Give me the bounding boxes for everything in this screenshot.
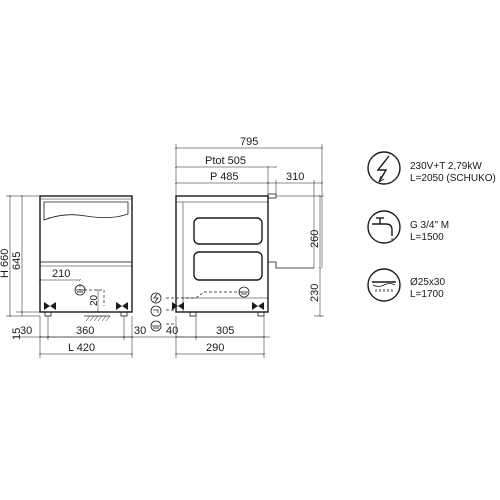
drain-spec-line2: L=1700	[410, 289, 444, 300]
side-drain-icon	[238, 286, 250, 298]
side-valve-left-icon	[172, 302, 184, 310]
connections-legend: 230V+T 2,79kW L=2050 (SCHUKO) G 3/4" M L…	[367, 151, 496, 302]
side-window-upper	[193, 217, 263, 245]
side-body-outline	[175, 195, 269, 313]
drain-spec-line1: Ø25x30	[410, 277, 445, 288]
dim-height-body: 645	[11, 252, 23, 270]
dim-width-side-right: 30	[134, 325, 146, 337]
front-base-panel	[39, 261, 133, 313]
side-window-lower	[193, 251, 263, 281]
dim-depth-rear: 310	[286, 171, 304, 183]
dim-bottom-total: 290	[206, 342, 224, 354]
side-foot-left	[189, 311, 197, 317]
side-drain-small-icon	[150, 320, 162, 332]
dim-drain-horizontal: 210	[52, 268, 70, 280]
water-tap-icon	[367, 210, 401, 244]
dim-width-side-left: 30	[20, 325, 32, 337]
drain-icon	[367, 268, 401, 302]
dim-depth-overall: 795	[240, 136, 258, 148]
water-spec-line1: G 3/4" M	[410, 220, 449, 231]
dim-bottom-offset: 40	[166, 325, 178, 337]
side-electric-icon	[150, 292, 162, 304]
dim-width-total: L 420	[68, 342, 95, 354]
front-valve-left-icon	[44, 302, 56, 310]
side-water-icon	[150, 305, 162, 317]
dim-height-upper: 260	[309, 230, 321, 248]
front-drain-icon	[74, 284, 86, 296]
dim-width-inner: 360	[76, 325, 94, 337]
electric-lightning-icon	[367, 151, 401, 185]
dim-bottom-span: 305	[216, 325, 234, 337]
dim-drain-vertical: 20	[89, 294, 100, 306]
dim-depth-p: P 485	[210, 171, 239, 183]
front-floor-hatch	[84, 315, 111, 322]
side-foot-right	[257, 311, 265, 317]
front-valve-right-icon	[116, 302, 128, 310]
water-spec-line2: L=1500	[410, 232, 444, 243]
front-body-outline	[39, 195, 133, 313]
electric-spec-line2: L=2050 (SCHUKO)	[410, 173, 496, 184]
dim-depth-ptot: Ptot 505	[205, 155, 246, 167]
front-hood	[43, 201, 129, 221]
dim-height-lower: 230	[309, 284, 321, 302]
front-view: 210 20 H 660 645 15 30 360 30 L 420	[0, 194, 150, 358]
side-top-rail	[267, 193, 277, 199]
side-view: 795 Ptot 505 P 485 310 260 230 40 305 29…	[150, 136, 324, 358]
dim-height-total: H 660	[0, 249, 11, 278]
electric-spec-line1: 230V+T 2,79kW	[410, 161, 482, 172]
side-valve-right-icon	[252, 302, 264, 310]
